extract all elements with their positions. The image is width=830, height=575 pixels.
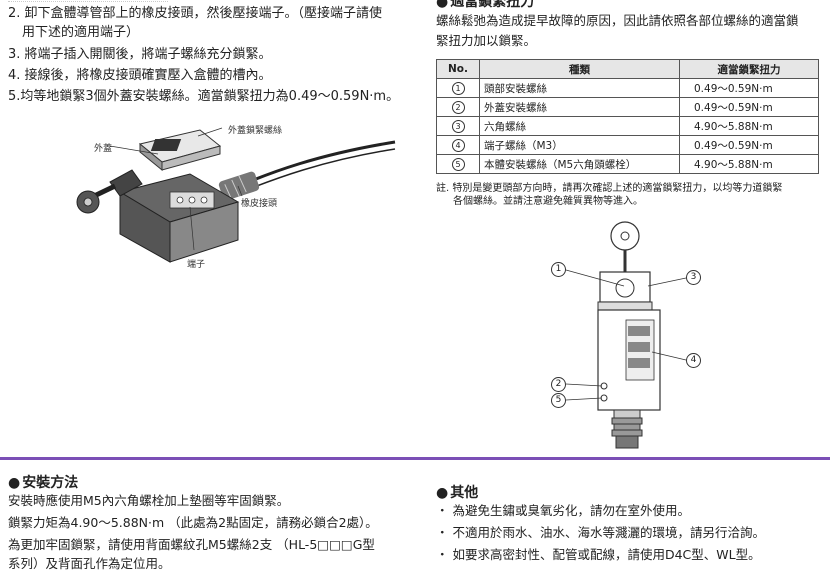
table-row: 5 本體安裝螺絲（M5六角頭螺栓） 4.90～5.88N·m bbox=[436, 154, 819, 174]
row-number: 5 bbox=[451, 157, 465, 171]
col-torque: 適當鎖緊扭力 bbox=[679, 59, 819, 79]
section-divider bbox=[0, 457, 830, 460]
other-line-2: ・ 不適用於雨水、油水、海水等濺灑的環境，請另行洽詢。 bbox=[436, 525, 765, 540]
step-2-line-2: 用下述的適用端子） bbox=[22, 25, 140, 40]
step-3: 3. 將端子插入開關後，將端子螺絲充分鎖緊。 bbox=[8, 47, 272, 62]
table-row: 2 外蓋安裝螺絲 0.49～0.59N·m bbox=[436, 97, 819, 117]
row-torque: 0.49～0.59N·m bbox=[679, 97, 819, 117]
label-terminal: 端子 bbox=[187, 260, 206, 270]
torque-heading: 適當鎖緊扭力 bbox=[436, 0, 534, 11]
install-line-3: 為更加牢固鎖緊，請使用背面螺紋孔M5螺絲2支 （HL-5□□□G型 bbox=[8, 537, 375, 552]
callout-1: 1 bbox=[551, 262, 566, 277]
torque-intro-line-2: 緊扭力加以鎖緊。 bbox=[436, 33, 537, 48]
install-line-2: 鎖緊力矩為4.90～5.88N·m （此處為2點固定，請務必鎖合2處）。 bbox=[8, 515, 378, 530]
torque-note-line-1: 註. 特別是變更頭部方向時，請再次確認上述的適當鎖緊扭力，以均等力道鎖緊 bbox=[436, 183, 783, 194]
row-type: 端子螺絲（M3） bbox=[479, 135, 680, 155]
table-row: 3 六角螺絲 4.90～5.88N·m bbox=[436, 116, 819, 136]
step-2-line-1: 2. 卸下盒體導管部上的橡皮接頭，然後壓接端子。（壓接端子請使 bbox=[8, 6, 383, 21]
callout-5: 5 bbox=[551, 393, 566, 408]
callout-3: 3 bbox=[686, 270, 701, 285]
table-row: 1 頭部安裝螺絲 0.49～0.59N·m bbox=[436, 78, 819, 98]
row-type: 頭部安裝螺絲 bbox=[479, 78, 680, 98]
other-line-3: ・ 如要求高密封性、配管或配線，請使用D4C型、WL型。 bbox=[436, 547, 761, 562]
row-torque: 0.49～0.59N·m bbox=[679, 135, 819, 155]
torque-note-line-2: 各個螺絲。並請注意避免雜質異物等進入。 bbox=[453, 196, 643, 207]
col-no: No. bbox=[436, 59, 480, 79]
table-row: 4 端子螺絲（M3） 0.49～0.59N·m bbox=[436, 135, 819, 155]
label-cover-screw: 外蓋鎖緊螺絲 bbox=[228, 126, 283, 136]
switch-exploded-illustration bbox=[76, 127, 396, 263]
row-number: 2 bbox=[451, 100, 465, 114]
label-rubber-joint: 橡皮接頭 bbox=[241, 199, 278, 209]
switch-side-view-drawing bbox=[565, 221, 687, 449]
col-type: 種類 bbox=[479, 59, 680, 79]
row-torque: 4.90～5.88N·m bbox=[679, 154, 819, 174]
row-type: 本體安裝螺絲（M5六角頭螺栓） bbox=[479, 154, 680, 174]
row-number: 4 bbox=[451, 138, 465, 152]
other-heading: 其他 bbox=[436, 482, 478, 502]
top-clipped-line bbox=[8, 0, 168, 2]
install-line-1: 安裝時應使用M5內六角螺栓加上墊圈等牢固鎖緊。 bbox=[8, 493, 290, 508]
step-5: 5.均等地鎖緊3個外蓋安裝螺絲。適當鎖緊扭力為0.49～0.59N·m。 bbox=[8, 89, 400, 104]
step-4: 4. 接線後，將橡皮接頭確實壓入盒體的槽內。 bbox=[8, 68, 272, 83]
other-line-1: ・ 為避免生鏽或臭氧劣化，請勿在室外使用。 bbox=[436, 503, 690, 518]
torque-intro-line-1: 螺絲鬆弛為造成提早故障的原因，因此請依照各部位螺絲的適當鎖 bbox=[436, 13, 799, 28]
row-type: 外蓋安裝螺絲 bbox=[479, 97, 680, 117]
install-line-4: 系列）及背面孔作為定位用。 bbox=[8, 556, 171, 571]
label-cover: 外蓋 bbox=[94, 144, 113, 154]
callout-2: 2 bbox=[551, 377, 566, 392]
row-torque: 0.49～0.59N·m bbox=[679, 78, 819, 98]
callout-4: 4 bbox=[686, 353, 701, 368]
install-heading: 安裝方法 bbox=[8, 472, 78, 492]
torque-table: No. 種類 適當鎖緊扭力 1 頭部安裝螺絲 0.49～0.59N·m 2 外蓋… bbox=[436, 59, 819, 174]
row-torque: 4.90～5.88N·m bbox=[679, 116, 819, 136]
torque-table-header: No. 種類 適當鎖緊扭力 bbox=[436, 59, 819, 79]
row-number: 3 bbox=[451, 119, 465, 133]
row-number: 1 bbox=[451, 81, 465, 95]
row-type: 六角螺絲 bbox=[479, 116, 680, 136]
